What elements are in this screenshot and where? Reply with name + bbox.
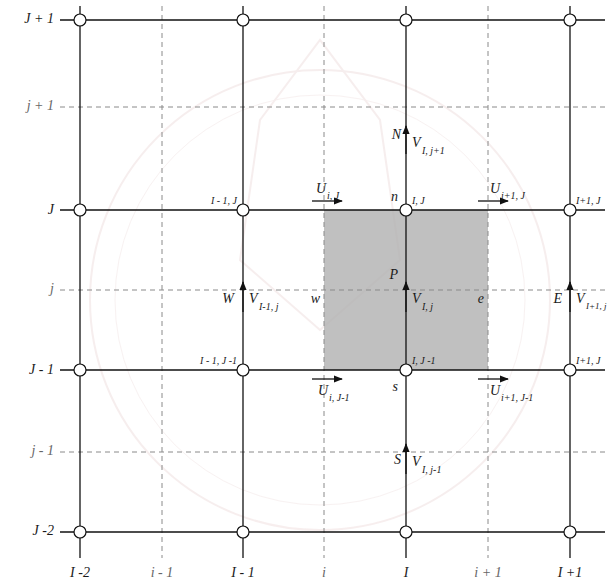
- subscript-label: I, j: [422, 302, 433, 312]
- grid-node: [400, 364, 412, 376]
- grid-node: [400, 204, 412, 216]
- grid-node: [74, 204, 86, 216]
- grid-label: V: [249, 292, 258, 306]
- grid-label: I +1: [558, 566, 583, 580]
- grid-label: I -2: [70, 566, 90, 580]
- grid-line: [60, 19, 605, 20]
- grid-label: W: [222, 292, 234, 306]
- subscript-label: I - 1, J -1: [200, 356, 237, 366]
- velocity-arrow: [242, 282, 243, 312]
- grid-node: [237, 526, 249, 538]
- subscript-label: I, J: [412, 196, 425, 206]
- subscript-label: i+1, J: [501, 191, 525, 201]
- velocity-arrow: [405, 444, 406, 474]
- subscript-label: I-1, j: [259, 302, 278, 312]
- grid-label: j + 1: [27, 99, 54, 113]
- grid-node: [74, 14, 86, 26]
- subscript-label: I, J -1: [412, 356, 436, 366]
- grid-node: [564, 14, 576, 26]
- grid-label: J: [48, 203, 54, 217]
- grid-line: [569, 6, 570, 558]
- velocity-arrow: [312, 378, 342, 379]
- grid-label: U: [490, 182, 500, 196]
- grid-node: [564, 364, 576, 376]
- grid-label: U: [490, 384, 500, 398]
- grid-label: S: [394, 453, 401, 467]
- grid-node: [400, 14, 412, 26]
- staggered-grid-line: [488, 6, 489, 558]
- grid-node: [564, 526, 576, 538]
- subscript-label: I+1, j: [586, 302, 607, 311]
- staggered-grid-line: [60, 290, 605, 291]
- grid-label: E: [553, 292, 562, 306]
- grid-node: [400, 526, 412, 538]
- watermark-emblem: [90, 40, 550, 530]
- grid-label: w: [311, 292, 320, 306]
- velocity-arrow: [569, 282, 570, 312]
- subscript-label: I, j+1: [422, 146, 445, 156]
- grid-node: [564, 204, 576, 216]
- subscript-label: i, J: [327, 191, 339, 201]
- grid-label: V: [412, 455, 421, 469]
- subscript-label: I, j-1: [422, 465, 441, 475]
- grid-line: [60, 531, 605, 532]
- grid-label: n: [391, 190, 398, 204]
- subscript-label: I+1, J: [576, 196, 601, 206]
- grid-line: [60, 369, 605, 370]
- grid-label: I - 1: [231, 566, 254, 580]
- staggered-grid-line: [324, 6, 325, 558]
- grid-line: [79, 6, 80, 558]
- velocity-arrow: [405, 282, 406, 312]
- grid-node: [74, 526, 86, 538]
- grid-node: [237, 204, 249, 216]
- grid-label: V: [412, 292, 421, 306]
- grid-label: J + 1: [24, 12, 54, 26]
- grid-label: U: [316, 182, 326, 196]
- grid-label: U: [318, 384, 328, 398]
- grid-line: [60, 209, 605, 210]
- subscript-label: I - 1, J: [211, 196, 237, 206]
- velocity-arrow: [478, 378, 508, 379]
- velocity-arrow: [405, 126, 406, 154]
- staggered-grid-line: [162, 6, 163, 558]
- grid-label: J - 1: [29, 363, 54, 377]
- grid-label: e: [478, 292, 484, 306]
- grid-label: V: [412, 136, 421, 150]
- grid-label: j: [50, 282, 54, 296]
- grid-node: [237, 364, 249, 376]
- grid-label: i + 1: [474, 566, 501, 580]
- grid-node: [237, 14, 249, 26]
- grid-label: i: [322, 566, 326, 580]
- subscript-label: i+1, J-1: [501, 393, 533, 403]
- subscript-label: I+1, J: [576, 356, 601, 366]
- grid-label: s: [393, 380, 398, 394]
- grid-label: j - 1: [31, 444, 54, 458]
- grid-label: V: [576, 292, 585, 306]
- grid-label: i - 1: [151, 566, 174, 580]
- subscript-label: i, J-1: [329, 393, 350, 403]
- staggered-grid-line: [60, 452, 605, 453]
- grid-label: I: [404, 566, 409, 580]
- grid-label: J -2: [33, 524, 54, 538]
- staggered-grid-line: [60, 107, 605, 108]
- grid-label: P: [389, 268, 398, 282]
- grid-line: [242, 6, 243, 558]
- grid-line: [405, 6, 406, 558]
- grid-node: [74, 364, 86, 376]
- grid-label: N: [392, 128, 401, 142]
